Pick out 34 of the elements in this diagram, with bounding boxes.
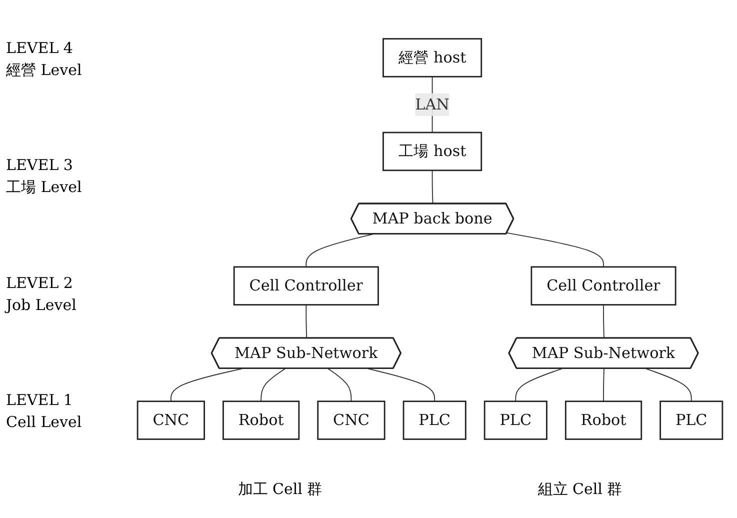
level-label: LEVEL 3 bbox=[6, 155, 74, 176]
connector bbox=[506, 232, 604, 268]
connector bbox=[260, 368, 286, 402]
node-box: Cell Controller bbox=[233, 266, 379, 306]
edge-label: LAN bbox=[415, 95, 450, 114]
level-label: Cell Level bbox=[6, 412, 83, 434]
node-box: CNC bbox=[136, 400, 205, 440]
level-label: LEVEL 1 bbox=[6, 390, 74, 412]
connector bbox=[515, 368, 562, 402]
node-box: CNC bbox=[317, 400, 386, 440]
connector bbox=[432, 170, 434, 204]
level-label: LEVEL 4 bbox=[6, 38, 74, 59]
node-box: Robot bbox=[564, 400, 642, 440]
node-box: 工場 host bbox=[382, 132, 482, 172]
level-label: 經營 Level bbox=[6, 60, 83, 81]
node-box: Robot bbox=[222, 400, 300, 440]
level-label: Job Level bbox=[6, 294, 78, 316]
node-box: PLC bbox=[402, 400, 466, 440]
connector bbox=[603, 368, 604, 402]
connector bbox=[328, 368, 352, 402]
connector bbox=[645, 368, 692, 402]
group-caption: 組立 Cell 群 bbox=[538, 480, 622, 499]
group-caption: 加工 Cell 群 bbox=[238, 480, 322, 499]
connector bbox=[306, 304, 308, 339]
level-label: 工場 Level bbox=[6, 177, 83, 198]
connector bbox=[368, 368, 436, 402]
node-box: PLC bbox=[484, 400, 548, 440]
connector bbox=[170, 368, 243, 402]
node-box: Cell Controller bbox=[530, 266, 676, 306]
node-box: 經營 host bbox=[382, 38, 482, 78]
connector bbox=[306, 234, 373, 268]
node-box: PLC bbox=[660, 400, 724, 440]
level-label: LEVEL 2 bbox=[6, 272, 74, 294]
connector bbox=[603, 304, 604, 339]
